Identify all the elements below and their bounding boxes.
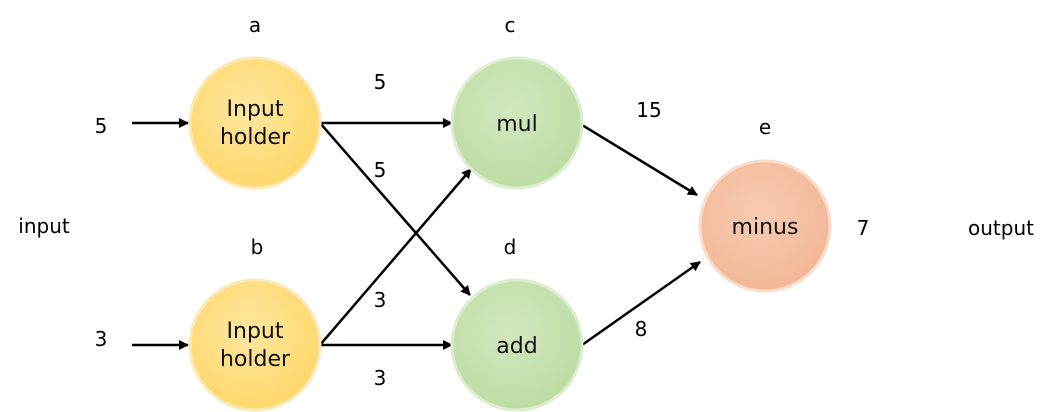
edge-label-a-c: 5: [374, 70, 387, 94]
node-id-b: b: [251, 235, 264, 259]
node-id-e: e: [759, 115, 771, 139]
node-a-circle: [188, 56, 322, 190]
node-e-circle: [698, 159, 832, 293]
node-d-circle: [450, 278, 584, 412]
edge-label-b-c: 3: [374, 288, 387, 312]
node-c-circle: [450, 56, 584, 190]
edge-label-a-d: 5: [374, 158, 387, 182]
node-d-label: add: [496, 334, 537, 359]
node-id-d: d: [504, 235, 517, 259]
output-side-label: output: [968, 216, 1034, 240]
edge-c-to-e: [581, 123, 698, 197]
input-value-a: 5: [95, 114, 108, 138]
output-value: 7: [857, 216, 870, 240]
edge-b-to-c: [319, 168, 472, 346]
node-a-line1: Input: [227, 97, 284, 122]
node-a-line2: holder: [220, 125, 291, 150]
edge-a-to-d: [319, 122, 471, 296]
edge-label-d-e: 8: [635, 317, 648, 341]
node-b-circle: [188, 278, 322, 412]
node-c: mul: [450, 56, 584, 190]
node-c-label: mul: [496, 112, 538, 137]
input-side-label: input: [18, 214, 70, 238]
node-id-c: c: [505, 13, 516, 37]
node-a: Input holder: [188, 56, 322, 190]
edge-label-b-d: 3: [374, 366, 387, 390]
node-b: Input holder: [188, 278, 322, 412]
node-d: add: [450, 278, 584, 412]
node-e: minus: [698, 159, 832, 293]
node-id-a: a: [249, 13, 261, 37]
edge-d-to-e: [581, 260, 701, 347]
edge-label-c-e: 15: [636, 98, 661, 122]
node-e-label: minus: [732, 215, 799, 240]
node-b-line1: Input: [227, 319, 284, 344]
input-value-b: 3: [95, 327, 108, 351]
node-b-line2: holder: [220, 347, 291, 372]
